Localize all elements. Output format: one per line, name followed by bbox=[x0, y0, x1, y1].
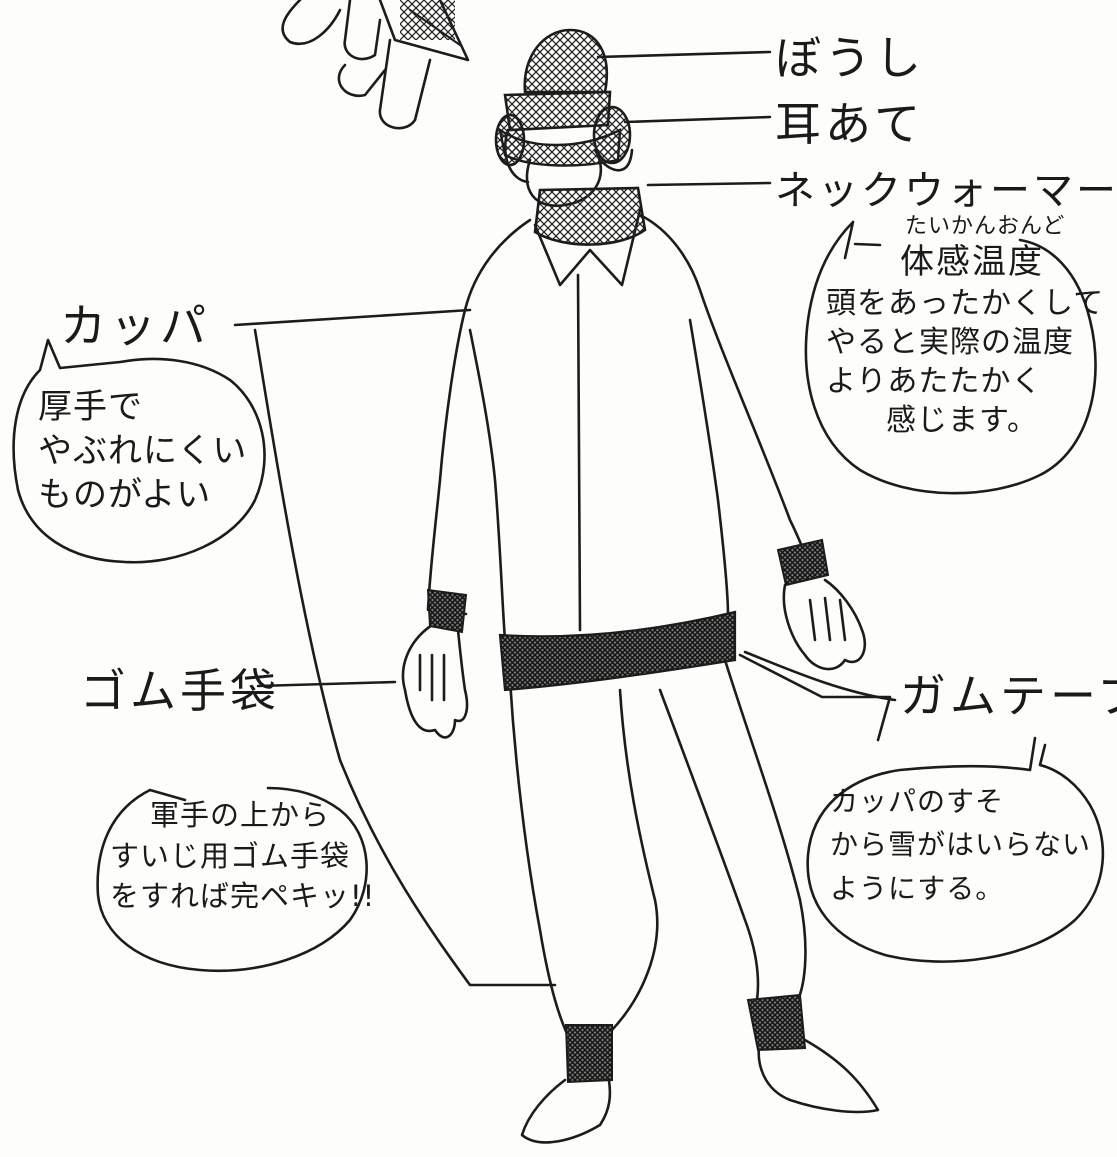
bubble-tape bbox=[806, 736, 1105, 963]
leader-raincoat bbox=[233, 308, 472, 327]
right-hand bbox=[782, 578, 867, 671]
label-hat: ぼうし bbox=[775, 31, 925, 85]
raincoat-outline bbox=[253, 328, 557, 987]
perceived-temp-title: 体感温度 bbox=[900, 242, 1044, 282]
leader-tape bbox=[743, 650, 897, 702]
label-raincoat: カッパ bbox=[60, 299, 210, 353]
perceived-temp-reading: たいかんおんど bbox=[905, 214, 1066, 239]
bubble-gloves bbox=[96, 786, 368, 972]
gloves-line-2: すいじ用ゴム手袋 bbox=[110, 838, 351, 873]
leader-earmuffs bbox=[623, 115, 772, 124]
raincoat-line-3: ものがよい bbox=[38, 475, 212, 516]
perceived-temp-line-2: やると実際の温度 bbox=[826, 325, 1074, 360]
earmuffs bbox=[494, 105, 632, 167]
tape-line-1: カッパのすそ bbox=[830, 785, 1005, 818]
left-hand bbox=[401, 623, 469, 739]
label-rubber-gloves: ゴム手袋 bbox=[80, 664, 280, 718]
perceived-temp-line-3: よりあたたかく bbox=[826, 364, 1043, 399]
raincoat-line-1: 厚手で bbox=[38, 387, 143, 427]
perceived-temp-note: 頭をあったかくして やると実際の温度 よりあたたかく 感じます。 bbox=[826, 284, 1104, 440]
raincoat-note: 厚手で やぶれにくい ものがよい bbox=[38, 385, 247, 518]
gloves-note: 軍手の上から すいじ用ゴム手袋 をすれば完ペキッ!! bbox=[110, 795, 375, 917]
leader-gloves bbox=[256, 680, 397, 688]
neck-warmer bbox=[533, 186, 647, 246]
right-shoe bbox=[757, 1038, 880, 1114]
raincoat-line-2: やぶれにくい bbox=[38, 431, 248, 472]
cuffs-and-hem bbox=[426, 538, 830, 1084]
hat bbox=[503, 28, 612, 132]
leader-neck bbox=[646, 181, 772, 187]
partial-figure-top bbox=[281, 0, 470, 130]
left-shoe bbox=[520, 1073, 612, 1144]
label-gum-tape: ガムテープ bbox=[900, 669, 1117, 723]
leader-hat bbox=[596, 50, 772, 59]
tape-note: カッパのすそ から雪がはいらない ようにする。 bbox=[830, 780, 1091, 910]
gloves-line-1: 軍手の上から bbox=[150, 798, 331, 832]
perceived-temp-line-4: 感じます。 bbox=[886, 403, 1038, 438]
tape-line-3: ようにする。 bbox=[830, 871, 1005, 905]
perceived-temp-line-1: 頭をあったかくして bbox=[826, 286, 1105, 321]
label-neck-warmer: ネックウォーマー bbox=[775, 168, 1117, 214]
bubble-perceived-temp bbox=[804, 220, 1097, 495]
gloves-line-3: をすれば完ペキッ!! bbox=[110, 879, 376, 914]
jacket bbox=[426, 218, 532, 612]
bubble-raincoat bbox=[12, 338, 266, 564]
tape-line-2: から雪がはいらない bbox=[830, 828, 1092, 862]
label-earmuffs: 耳あて bbox=[775, 97, 925, 151]
pants bbox=[508, 678, 572, 1042]
